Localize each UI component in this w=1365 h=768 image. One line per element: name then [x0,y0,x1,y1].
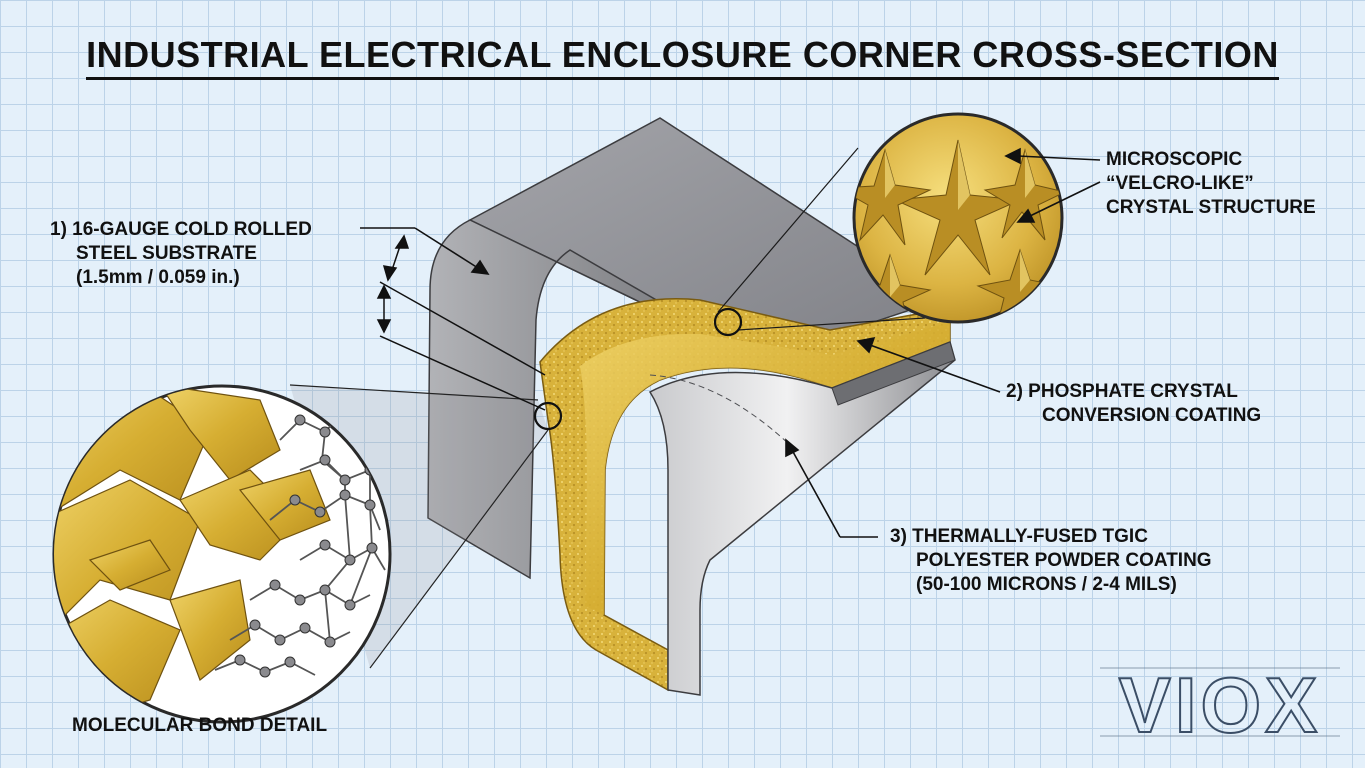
svg-text:VIOX: VIOX [1119,661,1321,749]
viox-logo: VIOX [1100,660,1340,750]
leader-arrows [414,147,1101,538]
crystal-magnifier [713,112,1064,337]
crystal-structure-label: MICROSCOPIC “VELCRO-LIKE” CRYSTAL STRUCT… [1106,149,1316,218]
substrate-label: 1) 16-GAUGE COLD ROLLED STEEL SUBSTRATE … [50,219,312,288]
thickness-dimension [360,227,546,411]
steel-bend-crease [649,374,791,446]
diagram-title: INDUSTRIAL ELECTRICAL ENCLOSURE CORNER C… [0,34,1365,80]
steel-enclosure-corner [427,117,956,696]
steel-horizontal-flange [648,340,956,696]
phosphate-layer-section [580,322,950,615]
powder-coating-label: 3) THERMALLY-FUSED TGIC POLYESTER POWDER… [890,526,1212,595]
steel-flange-edge [831,341,956,406]
molecular-magnifier [52,384,563,724]
steel-front-face [427,219,761,580]
phosphate-label: 2) PHOSPHATE CRYSTAL CONVERSION COATING [1006,381,1262,426]
molecular-sample-point [533,401,563,431]
molecular-bond-label: MOLECULAR BOND DETAIL [72,715,328,736]
crystal-star-pattern [854,139,1062,322]
crystal-sample-point [713,307,743,337]
